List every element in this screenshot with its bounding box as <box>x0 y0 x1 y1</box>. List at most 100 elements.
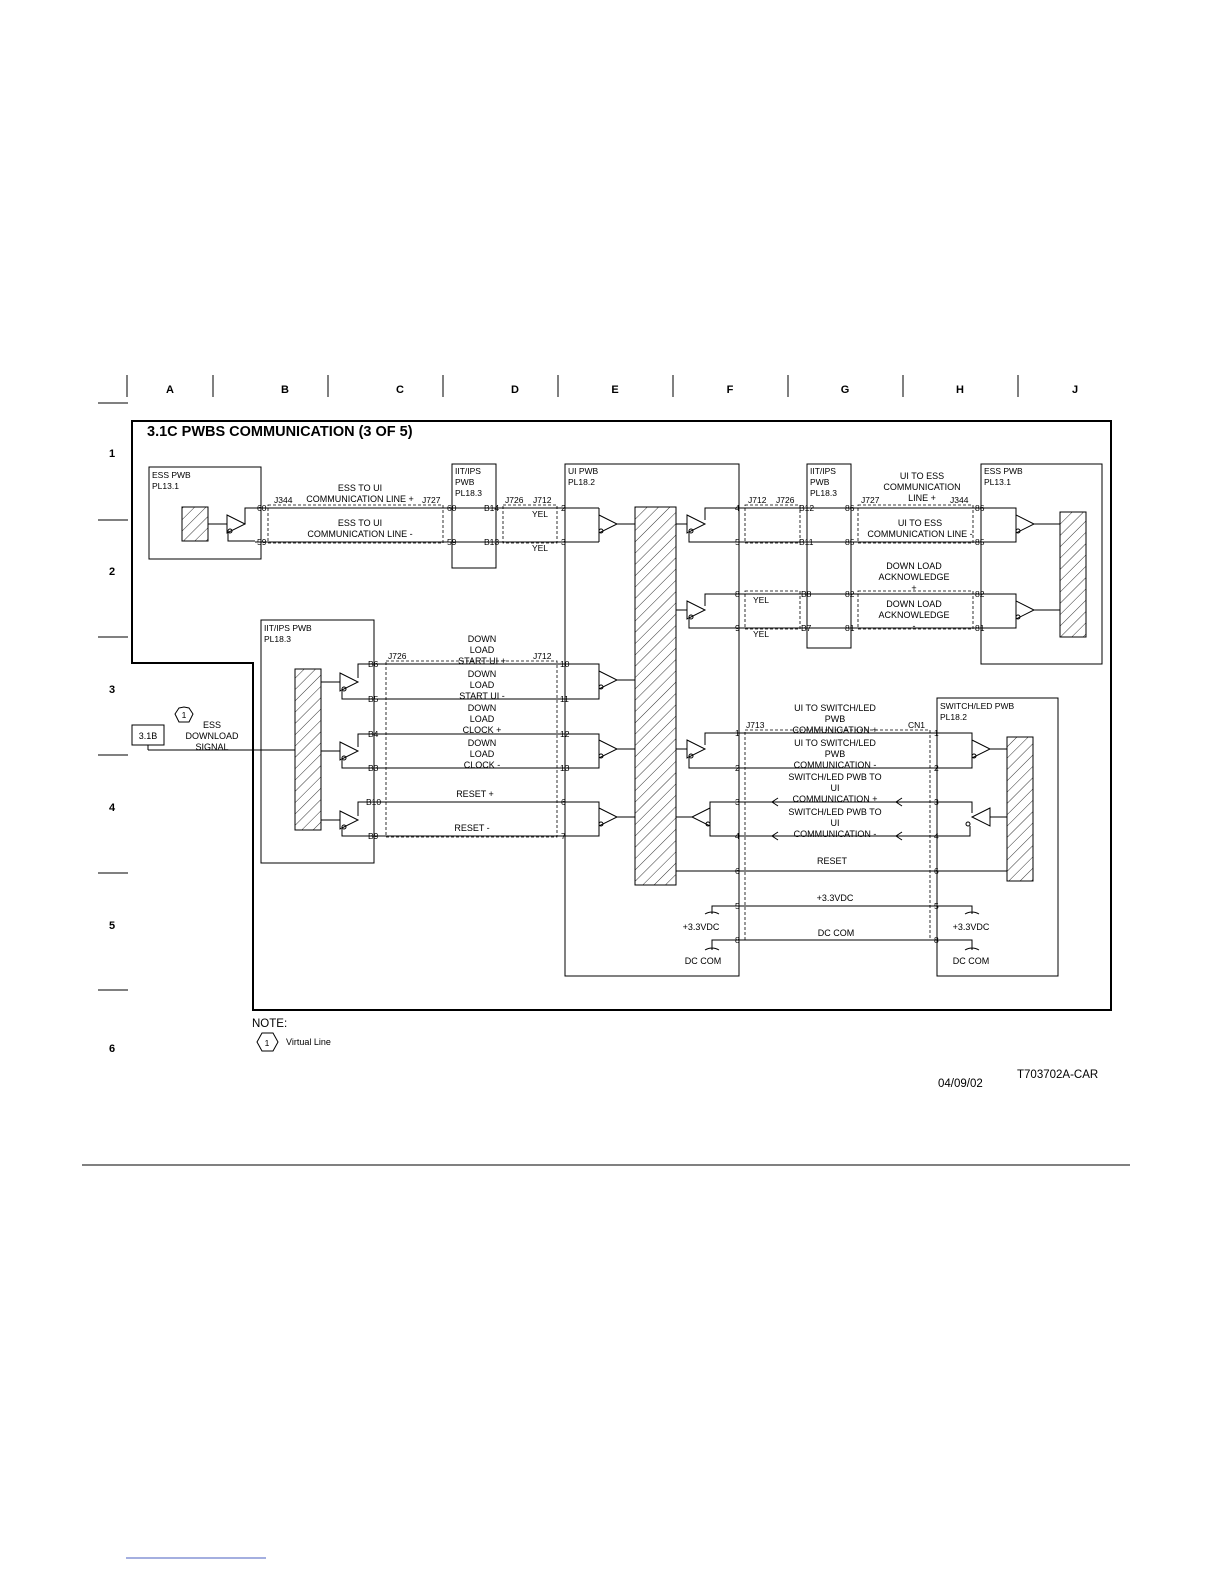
sig-ui-ess-minus-2: COMMUNICATION LINE - <box>867 529 972 539</box>
sig-ui-sw-plus-3: COMMUNICATION + <box>792 725 877 735</box>
pin-cn1-3: 3 <box>934 797 939 807</box>
pin-ui-8: 8 <box>735 589 740 599</box>
iit-ips-pwb-top-box <box>451 463 497 569</box>
row-label-3: 3 <box>109 684 115 696</box>
pin-iit-left-b9: B9 <box>368 831 379 841</box>
sig-dl-ack-plus-3: + <box>911 583 916 593</box>
switch-led-pwb-box <box>936 697 1059 977</box>
pin-ui-10: 10 <box>560 659 570 669</box>
pin-ess-right-82: 82 <box>975 589 985 599</box>
sig-v33-harness: +3.3VDC <box>817 893 854 903</box>
iit-top-name2: PWB <box>455 477 475 487</box>
pin-ui-9: 9 <box>735 623 740 633</box>
iit-left-name: IIT/IPS PWB <box>264 623 312 633</box>
sig-dl-start-minus-3: START UI - <box>459 691 505 701</box>
row-label-5: 5 <box>109 920 115 932</box>
diagram-title: 3.1C PWBS COMMUNICATION (3 OF 5) <box>147 424 413 440</box>
sig-dl-start-minus-2: LOAD <box>470 680 495 690</box>
pin-cn1-6: 6 <box>934 866 939 876</box>
pin-labels: 60 59 60 59 B14 B13 2 3 4 5 8 9 B12 B11 … <box>257 503 985 945</box>
pin-cn1-2: 2 <box>934 763 939 773</box>
virtual-line-marker <box>174 706 194 723</box>
column-label-e: E <box>611 384 618 396</box>
row-label-6: 6 <box>109 1043 115 1055</box>
pin-iit-top-b14: B14 <box>484 503 499 513</box>
connector-j713: J713 <box>746 720 765 730</box>
sig-ess-download-1: ESS <box>203 720 221 730</box>
pin-cn1-5: 5 <box>934 901 939 911</box>
wires <box>148 507 1007 951</box>
connector-j712-left: J712 <box>533 651 552 661</box>
connector-j712-top: J712 <box>533 495 552 505</box>
sig-ui-ess-plus-3: LINE + <box>908 493 936 503</box>
pin-iit-right-85: 85 <box>845 537 855 547</box>
sig-reset: RESET <box>817 856 848 866</box>
column-label-g: G <box>841 384 850 396</box>
board-boxes <box>148 463 1103 977</box>
sig-dl-ack-plus-2: ACKNOWLEDGE <box>878 572 949 582</box>
connector-j726-right: J726 <box>776 495 795 505</box>
ic-blocks <box>181 506 1087 886</box>
iit-left-pl: PL18.3 <box>264 634 291 644</box>
sig-ess-download-2: DOWNLOAD <box>185 731 239 741</box>
iit-ips-pwb-right-box <box>806 463 852 649</box>
switch-led-pwb-pl: PL18.2 <box>940 712 967 722</box>
drawing-date: 04/09/02 <box>938 1078 983 1090</box>
note-label: NOTE: <box>252 1018 287 1030</box>
ui-ic <box>634 506 677 886</box>
pin-ui-3: 3 <box>561 537 566 547</box>
sig-sw-ui-minus-1: SWITCH/LED PWB TO <box>788 807 881 817</box>
connector-j712-right: J712 <box>748 495 767 505</box>
pin-iit-left-b5: B5 <box>368 694 379 704</box>
pin-j713-6: 6 <box>735 866 740 876</box>
sig-dl-ack-minus-1: DOWN LOAD <box>886 599 942 609</box>
switch-led-pwb-name: SWITCH/LED PWB <box>940 701 1014 711</box>
sig-ui-sw-minus-1: UI TO SWITCH/LED <box>794 738 876 748</box>
sig-dl-ack-minus-2: ACKNOWLEDGE <box>878 610 949 620</box>
drawing-id: T703702A-CAR <box>1017 1069 1098 1081</box>
iit-right-name1: IIT/IPS <box>810 466 836 476</box>
pin-iit-right-86: 86 <box>845 503 855 513</box>
ui-pwb-pl: PL18.2 <box>568 477 595 487</box>
ess-left-ic <box>181 506 209 542</box>
sig-ess-download-3: SIGNAL <box>195 742 228 752</box>
pin-iit-right-b11: B11 <box>799 537 814 547</box>
pin-cn1-8: 8 <box>934 935 939 945</box>
column-label-d: D <box>511 384 519 396</box>
pin-ui-4: 4 <box>735 503 740 513</box>
ess-pwb-left-box <box>148 466 262 560</box>
sig-dccom-switch: DC COM <box>953 956 990 966</box>
pin-j713-3: 3 <box>735 797 740 807</box>
connector-j727-left: J727 <box>422 495 441 505</box>
pin-j713-4: 4 <box>735 831 740 841</box>
ess-pwb-right-box <box>980 463 1103 665</box>
iit-top-pl: PL18.3 <box>455 488 482 498</box>
sig-dl-ack-plus-1: DOWN LOAD <box>886 561 942 571</box>
buffers <box>208 507 1060 872</box>
sig-ess-ui-plus-1: ESS TO UI <box>338 483 382 493</box>
row-label-4: 4 <box>109 802 116 814</box>
column-label-h: H <box>956 384 964 396</box>
sig-v33-ui: +3.3VDC <box>683 922 720 932</box>
sig-ui-ess-minus-1: UI TO ESS <box>898 518 942 528</box>
sig-dl-start-plus-3: START UI + <box>458 656 506 666</box>
pin-iit-top-60: 60 <box>447 503 457 513</box>
ess-right-ic <box>1059 511 1087 638</box>
sig-ui-sw-plus-1: UI TO SWITCH/LED <box>794 703 876 713</box>
pin-iit-left-b4: B4 <box>368 729 379 739</box>
pin-cn1-1: 1 <box>934 728 939 738</box>
sig-sw-ui-minus-3: COMMUNICATION - <box>794 829 877 839</box>
sig-v33-switch: +3.3VDC <box>953 922 990 932</box>
pin-j713-1: 1 <box>735 728 740 738</box>
pin-iit-right-81: 81 <box>845 623 855 633</box>
pin-iit-right-b8: B8 <box>801 589 812 599</box>
sig-ess-ui-minus-1: ESS TO UI <box>338 518 382 528</box>
sig-reset-plus: RESET + <box>456 789 494 799</box>
sig-dl-start-minus-1: DOWN <box>468 669 497 679</box>
pin-ui-7: 7 <box>561 831 566 841</box>
sig-dl-clock-minus-1: DOWN <box>468 738 497 748</box>
wire-color-yel-2: YEL <box>532 543 548 553</box>
column-label-f: F <box>727 384 734 396</box>
pin-j713-8: 8 <box>735 935 740 945</box>
